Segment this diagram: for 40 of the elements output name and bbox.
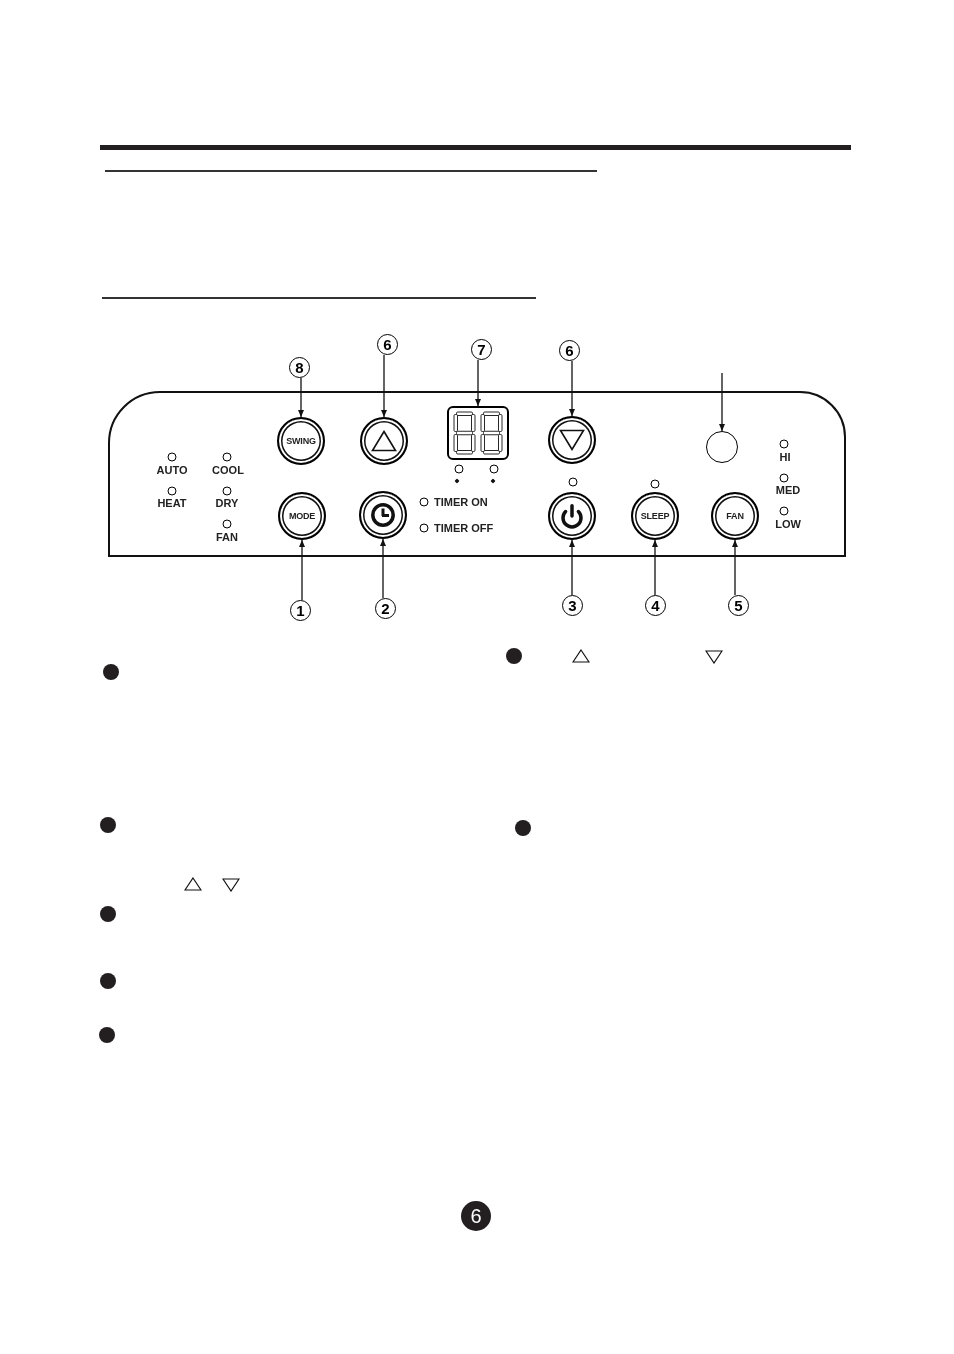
callout-number: 1 bbox=[290, 600, 311, 621]
leader-arrow bbox=[475, 359, 481, 407]
callout-number: 3 bbox=[562, 595, 583, 616]
callout-number: 8 bbox=[289, 357, 310, 378]
leader-arrow bbox=[719, 372, 725, 432]
callout-number: 4 bbox=[645, 595, 666, 616]
leader-arrow bbox=[299, 539, 305, 601]
indicator-label: COOL bbox=[212, 464, 244, 476]
callout-number: 5 bbox=[728, 595, 749, 616]
down-button bbox=[548, 416, 596, 464]
leader-arrow bbox=[380, 538, 386, 599]
indicator-label: HI bbox=[779, 451, 791, 463]
callout-number: 7 bbox=[471, 339, 492, 360]
control-panel bbox=[108, 391, 846, 557]
indicator-label: AUTO bbox=[156, 464, 188, 476]
up-button bbox=[360, 417, 408, 465]
fan-button: FAN bbox=[711, 492, 759, 540]
leader-arrow bbox=[569, 360, 575, 417]
leader-arrow bbox=[569, 539, 575, 596]
page-number: 6 bbox=[461, 1201, 491, 1231]
indicator-label: LOW bbox=[775, 518, 801, 530]
leader-arrow bbox=[652, 539, 658, 596]
sensor-window bbox=[706, 431, 738, 463]
timer-button bbox=[359, 491, 407, 539]
indicator-label: FAN bbox=[216, 531, 238, 543]
leader-arrow bbox=[732, 539, 738, 596]
power-button bbox=[548, 492, 596, 540]
indicator-label: TIMER OFF bbox=[434, 522, 494, 534]
indicator-label: TIMER ON bbox=[434, 496, 488, 508]
mode-button: MODE bbox=[278, 492, 326, 540]
sleep-button: SLEEP bbox=[631, 492, 679, 540]
callout-number: 6 bbox=[559, 340, 580, 361]
indicator-label: MED bbox=[775, 484, 801, 496]
callout-number: 2 bbox=[375, 598, 396, 619]
swing-button: SWING bbox=[277, 417, 325, 465]
leader-arrow bbox=[298, 377, 304, 418]
indicator-label: HEAT bbox=[157, 497, 187, 509]
indicator-label: DRY bbox=[215, 497, 239, 509]
leader-arrow bbox=[381, 354, 387, 418]
callout-number: 6 bbox=[377, 334, 398, 355]
